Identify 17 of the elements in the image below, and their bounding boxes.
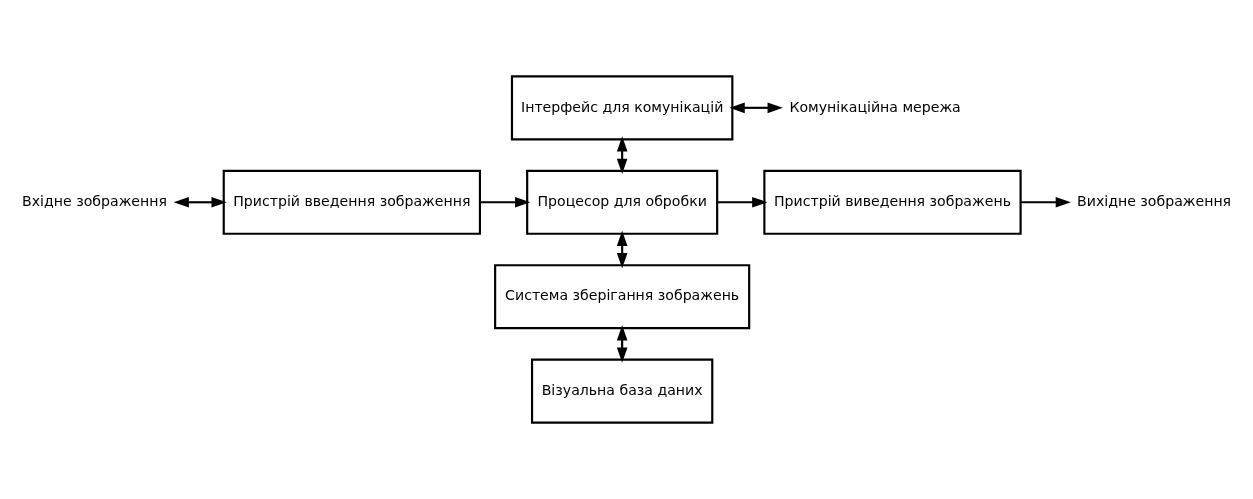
node-box: Інтерфейс для комунікацій <box>510 75 734 141</box>
arrow <box>480 196 531 208</box>
node-box: Система зберігання зображень <box>494 264 751 330</box>
arrow <box>717 196 768 208</box>
node-text: Вхідне зображення <box>22 192 167 209</box>
arrow <box>616 325 628 363</box>
node-box: Пристрій введення зображення <box>222 169 482 235</box>
node-box: Процесор для обробки <box>526 169 719 235</box>
arrow <box>616 230 628 269</box>
node-text: Вихідне зображення <box>1077 192 1232 209</box>
arrow <box>173 196 227 208</box>
node-box: Візуальна база даних <box>530 358 714 424</box>
node-box: Пристрій виведення зображень <box>763 169 1022 235</box>
node-text: Комунікаційна мережа <box>789 98 961 115</box>
arrow <box>729 102 783 114</box>
arrow <box>616 136 628 174</box>
arrow <box>1020 196 1071 208</box>
